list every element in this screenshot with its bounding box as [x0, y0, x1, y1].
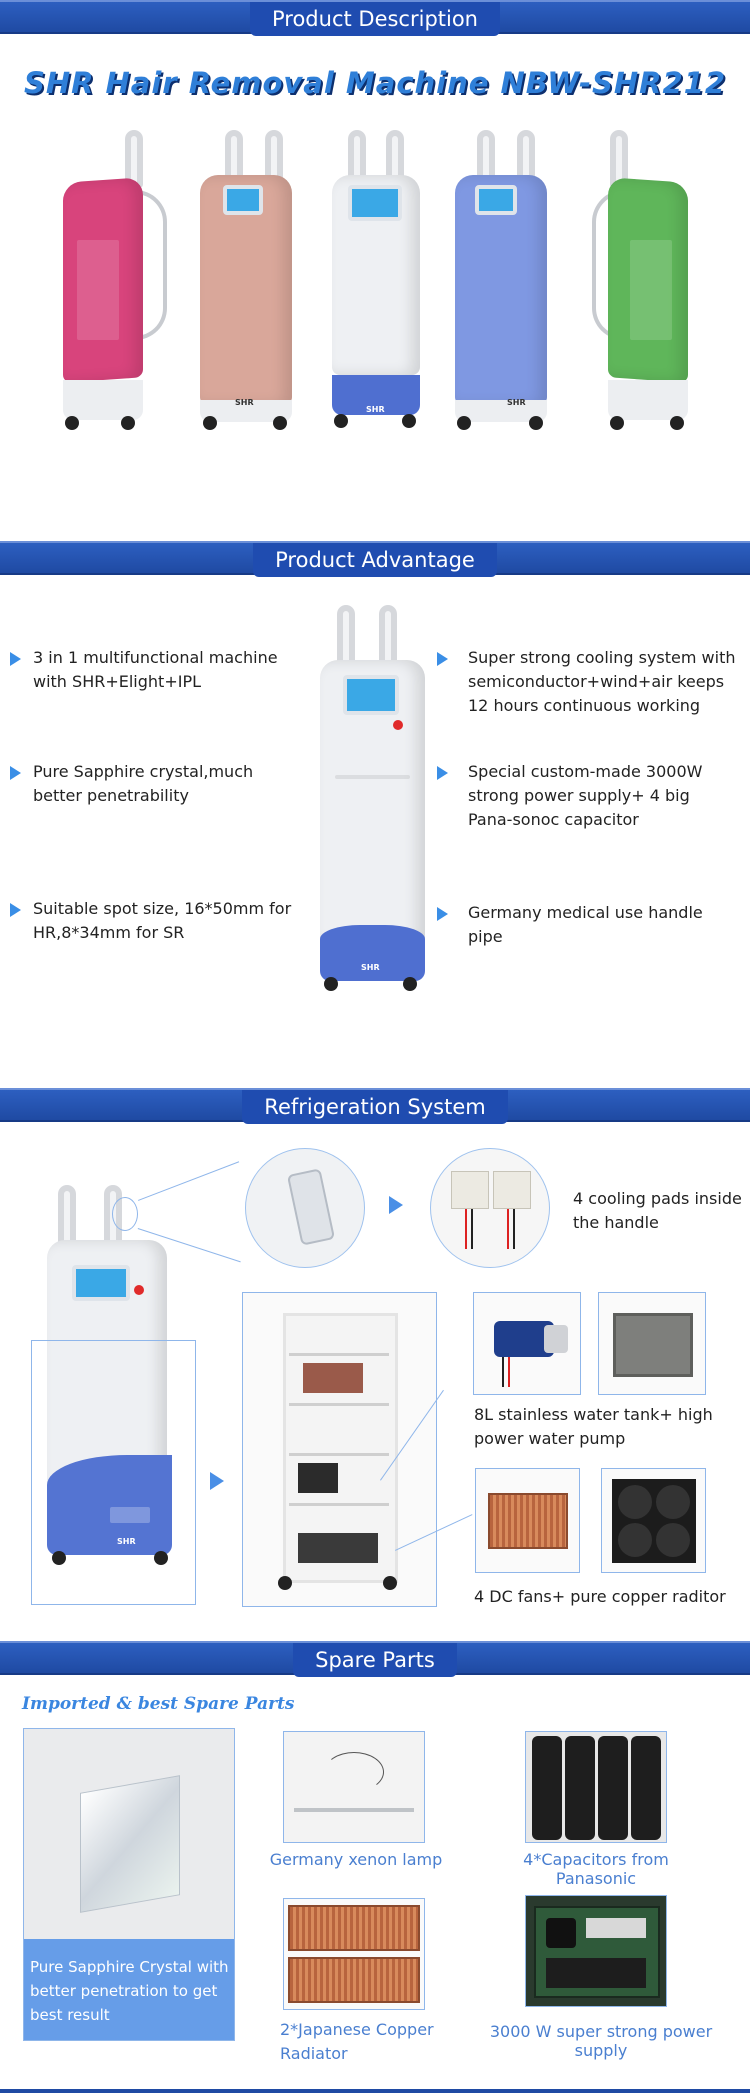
capacitors-caption: 4*Capacitors from Panasonic — [523, 1850, 669, 1888]
xenon-lamp-image — [283, 1731, 425, 1843]
capacitors-image — [525, 1731, 667, 1843]
power-supply-image — [525, 1895, 667, 2007]
advantage-item: Special custom-made 3000W strong power s… — [468, 762, 703, 829]
machine-blue: SHR — [445, 130, 565, 430]
section-title: Product Advantage — [253, 543, 497, 577]
section-title: Refrigeration System — [242, 1090, 508, 1124]
arrow-right-icon — [210, 1472, 224, 1490]
spare-parts-heading: Imported & best Spare Parts — [22, 1694, 295, 1714]
machine-white-blue: SHR — [330, 130, 430, 430]
machine-center-image: SHR — [315, 605, 430, 995]
footer-rule — [0, 2089, 750, 2093]
machine-refrigeration-image: SHR — [42, 1185, 187, 1575]
advantage-item: 3 in 1 multifunctional machine with SHR+… — [33, 648, 278, 691]
hero-title: SHR Hair Removal Machine NBW-SHR212 — [23, 66, 727, 100]
arrow-right-icon — [389, 1196, 403, 1214]
bullet-arrow-icon — [437, 652, 448, 666]
water-tank-caption: 8L stainless water tank+ high power wate… — [474, 1405, 713, 1448]
bullet-arrow-icon — [10, 652, 21, 666]
section-title: Spare Parts — [293, 1643, 457, 1677]
machine-green — [580, 130, 700, 430]
zoom-line — [138, 1161, 240, 1201]
section-header-description: Product Description — [0, 0, 750, 36]
copper-radiator-image — [475, 1468, 580, 1573]
bullet-arrow-icon — [437, 907, 448, 921]
bullet-arrow-icon — [437, 766, 448, 780]
fans-caption: 4 DC fans+ pure copper raditor — [474, 1587, 726, 1606]
handle-zoom-marker — [112, 1197, 138, 1231]
internal-structure-image — [242, 1292, 437, 1607]
sapphire-crystal-card: Pure Sapphire Crystal with better penetr… — [23, 1728, 235, 2041]
advantage-item: Super strong cooling system with semicon… — [468, 648, 736, 715]
machine-highlight-frame — [31, 1340, 196, 1605]
section-header-refrigeration: Refrigeration System — [0, 1088, 750, 1124]
cooling-pads-image — [430, 1148, 550, 1268]
dc-fans-image — [601, 1468, 706, 1573]
machine-pink — [55, 130, 175, 430]
advantage-item: Germany medical use handle pipe — [468, 903, 703, 946]
advantage-item: Suitable spot size, 16*50mm for HR,8*34m… — [33, 899, 292, 942]
radiator-caption: 2*Japanese Copper Radiator — [280, 2020, 434, 2063]
bullet-arrow-icon — [10, 903, 21, 917]
cooling-pads-caption: 4 cooling pads inside the handle — [573, 1189, 742, 1232]
section-header-spare: Spare Parts — [0, 1641, 750, 1677]
copper-radiator-spare-image — [283, 1898, 425, 2010]
sapphire-caption: Pure Sapphire Crystal with better penetr… — [30, 1958, 229, 2024]
xenon-caption: Germany xenon lamp — [269, 1850, 443, 1869]
water-tank-image — [598, 1292, 706, 1395]
machine-peach: SHR — [195, 130, 315, 430]
water-pump-image — [473, 1292, 581, 1395]
power-supply-caption: 3000 W super strong power supply — [489, 2022, 713, 2060]
section-header-advantage: Product Advantage — [0, 541, 750, 577]
bullet-arrow-icon — [10, 766, 21, 780]
advantage-item: Pure Sapphire crystal,much better penetr… — [33, 762, 254, 805]
handle-closeup-image — [245, 1148, 365, 1268]
section-title: Product Description — [249, 2, 500, 36]
